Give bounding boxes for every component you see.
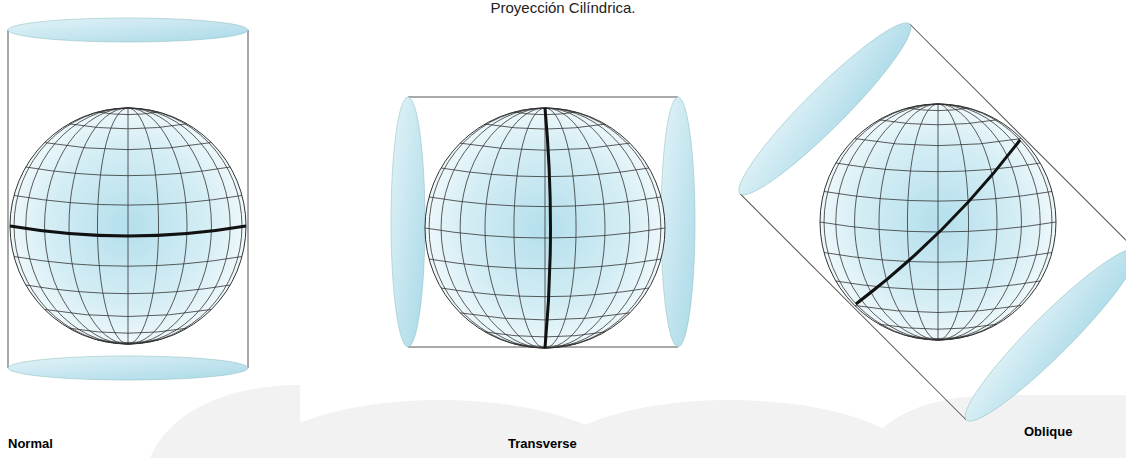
meridian-line [97,108,128,344]
meridian-line [128,108,159,344]
projection-label: Normal [8,436,53,451]
meridian-line [45,108,128,344]
title: Proyección Cilíndrica. [0,0,1126,16]
meridian-line [69,108,128,344]
meridian-line [545,108,661,348]
meridian-line [545,108,576,348]
globe-outline [10,108,246,344]
meridian-line [545,108,605,348]
meridian-line [128,108,129,344]
projection-label: Transverse [508,436,577,451]
meridian-line [545,108,546,348]
meridian-line [429,108,545,348]
meridian-line [514,108,545,348]
meridian-line [907,104,938,340]
meridian-line [836,104,938,340]
meridian-line [545,108,649,348]
meridian-line [545,108,630,348]
tangent-line [10,226,246,236]
globe-outline [820,104,1056,340]
meridian-line [128,108,211,344]
meridian-line [26,108,128,344]
oblique-globe [820,104,1056,340]
oblique-cylinder [726,10,1126,434]
transverse-cylinder [391,97,695,347]
meridian-line [938,104,939,340]
globe-outline [425,108,665,348]
meridian-line [938,104,997,340]
meridian-line [128,108,187,344]
normal-globe [10,108,246,344]
meridian-line [938,104,969,340]
meridian-line [128,108,242,344]
meridian-line [14,108,128,344]
normal-cylinder [8,18,248,380]
tangent-line [545,108,551,348]
meridian-line [485,108,545,348]
projection-label: Oblique [1024,424,1072,439]
meridian-line [824,104,938,340]
tangent-line [856,140,1026,310]
meridian-line [879,104,938,340]
meridian-line [938,104,1052,340]
meridian-line [460,108,545,348]
transverse-globe [425,108,665,348]
meridian-line [441,108,545,348]
meridian-line [938,104,1040,340]
meridian-line [855,104,938,340]
meridian-line [128,108,230,344]
